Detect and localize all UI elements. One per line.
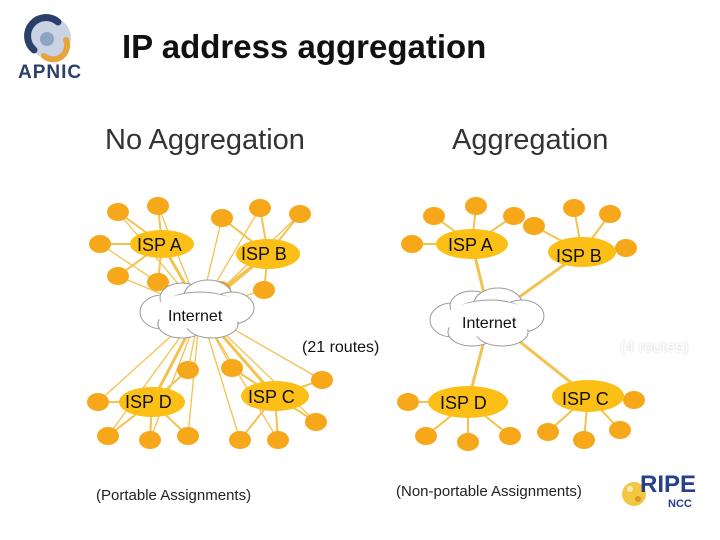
right-internet-cloud [429, 287, 545, 347]
left-caption: (Portable Assignments) [96, 487, 252, 504]
left-isp-b-node [236, 239, 300, 269]
customer-node [457, 433, 479, 451]
customer-node [267, 431, 289, 449]
no-aggregation-heading: No Aggregation [105, 124, 305, 156]
customer-node [147, 197, 169, 215]
customer-node [305, 413, 327, 431]
customer-node [87, 393, 109, 411]
customer-node [599, 205, 621, 223]
ncc-logo-text: NCC [668, 498, 692, 510]
right-routes-label: (4 routes) [620, 339, 689, 356]
ripe-logo-text: RIPE [640, 471, 697, 498]
right-isp-d-label: ISP D [440, 393, 487, 413]
right-isp-a-label: ISP A [448, 235, 493, 255]
customer-node [415, 427, 437, 445]
left-isp-d-node [119, 387, 185, 417]
customer-node [503, 207, 525, 225]
customer-node [563, 199, 585, 217]
customer-node [249, 199, 271, 217]
right-isp-d-node [428, 386, 508, 418]
customer-node [609, 421, 631, 439]
customer-node [423, 207, 445, 225]
customer-node [177, 361, 199, 379]
left-isp-a-node [130, 230, 194, 258]
aggregation-heading: Aggregation [452, 124, 609, 156]
left-isp-d-label: ISP D [125, 392, 172, 412]
customer-node [253, 281, 275, 299]
left-routes-label: (21 routes) [302, 339, 380, 356]
right-isp-c-label: ISP C [562, 389, 609, 409]
right-isp-b-label: ISP B [556, 246, 602, 266]
page-title: IP address aggregation [122, 28, 487, 65]
customer-node [397, 393, 419, 411]
right-internet-label: Internet [462, 315, 517, 332]
customer-node [107, 267, 129, 285]
nodes-layer [87, 197, 645, 451]
customer-node [623, 391, 645, 409]
clouds-layer [139, 279, 545, 347]
customer-node [401, 235, 423, 253]
apnic-logo-icon [24, 14, 71, 63]
left-isp-c-node [241, 381, 309, 411]
customer-node [139, 431, 161, 449]
customer-node [211, 209, 233, 227]
left-isp-a-label: ISP A [137, 235, 182, 255]
ripe-logo-icon [622, 482, 646, 506]
customer-node [97, 427, 119, 445]
right-isp-b-node [548, 237, 616, 267]
cloud-core [154, 293, 246, 329]
customer-node [465, 197, 487, 215]
customer-node [615, 239, 637, 257]
apnic-logo-text: APNIC [18, 62, 83, 83]
customer-node [107, 203, 129, 221]
customer-node [89, 235, 111, 253]
right-caption: (Non-portable Assignments) [396, 483, 582, 500]
cloud-core [444, 301, 536, 337]
left-isp-c-label: ISP C [248, 387, 295, 407]
right-isp-a-node [436, 229, 508, 259]
left-internet-cloud [139, 279, 255, 339]
customer-node [537, 423, 559, 441]
customer-node [289, 205, 311, 223]
left-isp-b-label: ISP B [241, 244, 287, 264]
right-isp-c-node [552, 380, 624, 412]
customer-node [221, 359, 243, 377]
left-internet-label: Internet [168, 308, 223, 325]
customer-node [573, 431, 595, 449]
customer-node [499, 427, 521, 445]
customer-node [177, 427, 199, 445]
customer-node [311, 371, 333, 389]
customer-node [147, 273, 169, 291]
customer-node [229, 431, 251, 449]
isps-layer [119, 229, 624, 418]
customer-node [523, 217, 545, 235]
